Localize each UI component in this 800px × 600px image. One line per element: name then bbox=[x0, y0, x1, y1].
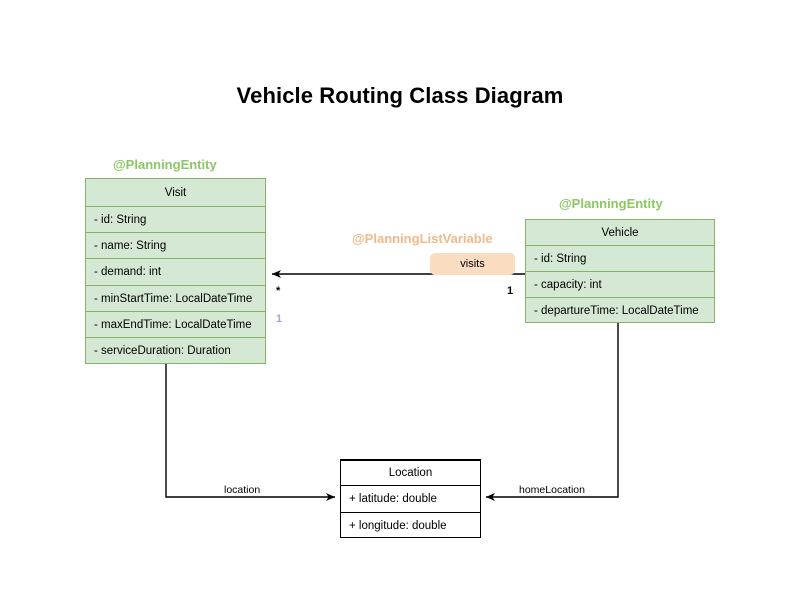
uml-attribute-visit-name: - name: String bbox=[86, 232, 265, 258]
multiplicity-visits-source: 1 bbox=[507, 285, 514, 297]
uml-attribute-visit-id: - id: String bbox=[86, 206, 265, 232]
edge-visit-location bbox=[165, 363, 335, 501]
uml-attribute-vehicle-departure-time: - departureTime: LocalDateTime bbox=[526, 297, 714, 323]
annotation-visit-planning-entity: @PlanningEntity bbox=[113, 157, 217, 172]
edge-label-location: location bbox=[224, 484, 261, 496]
uml-class-location[interactable]: Location + latitude: double + longitude:… bbox=[340, 459, 481, 538]
uml-class-vehicle-name: Vehicle bbox=[601, 226, 639, 239]
annotation-vehicle-planning-entity: @PlanningEntity bbox=[559, 196, 663, 211]
uml-attribute-location-longitude: + longitude: double bbox=[341, 512, 480, 538]
uml-attribute-vehicle-capacity: - capacity: int bbox=[526, 271, 714, 297]
page-title: Vehicle Routing Class Diagram bbox=[236, 83, 564, 108]
uml-attribute-location-latitude: + latitude: double bbox=[341, 485, 480, 512]
multiplicity-visits-target: * bbox=[276, 285, 281, 297]
uml-attribute-visit-min-start-time: - minStartTime: LocalDateTime bbox=[86, 285, 265, 311]
uml-class-vehicle[interactable]: Vehicle - id: String - capacity: int - d… bbox=[525, 219, 715, 323]
edge-vehicle-homelocation bbox=[486, 323, 619, 501]
annotation-planning-list-variable: @PlanningListVariable bbox=[352, 231, 493, 246]
edge-label-visits: visits bbox=[430, 253, 515, 275]
edge-label-home-location: homeLocation bbox=[519, 484, 585, 496]
uml-attribute-visit-service-duration: - serviceDuration: Duration bbox=[86, 337, 265, 363]
uml-attribute-visit-max-end-time: - maxEndTime: LocalDateTime bbox=[86, 311, 265, 337]
uml-class-visit-name: Visit bbox=[164, 186, 187, 199]
uml-class-visit[interactable]: Visit - id: String - name: String - dema… bbox=[85, 178, 266, 364]
uml-class-location-name: Location bbox=[341, 460, 480, 485]
uml-attribute-vehicle-id: - id: String bbox=[526, 245, 714, 271]
uml-attribute-visit-demand: - demand: int bbox=[86, 258, 265, 285]
multiplicity-visit-location: 1 bbox=[276, 313, 283, 325]
